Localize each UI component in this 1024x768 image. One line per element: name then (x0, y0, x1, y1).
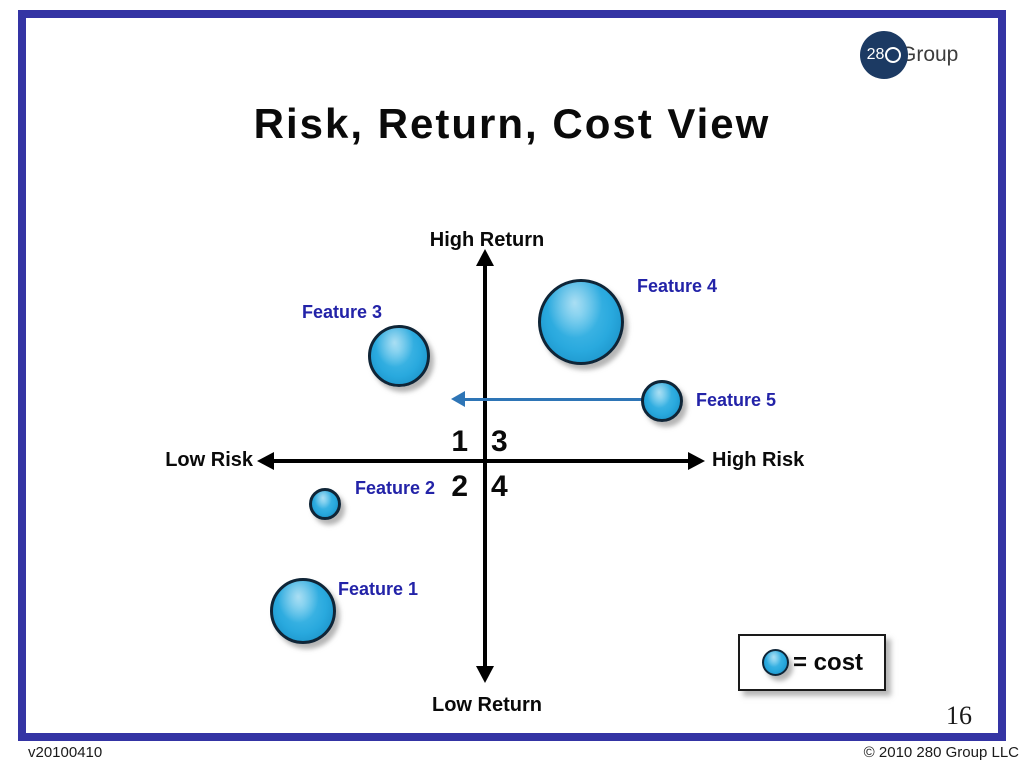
quadrant-number-4: 4 (491, 470, 508, 503)
axis-arrowhead-left-icon (257, 452, 274, 470)
feature-label-feature-3: Feature 3 (302, 302, 383, 322)
feature-label-feature-1: Feature 1 (338, 579, 419, 599)
axis-label-low-return: Low Return (432, 694, 542, 716)
company-logo: 28 Group (860, 31, 958, 79)
slide-border (18, 10, 1006, 741)
vertical-axis-line (483, 263, 487, 669)
slide-title: Risk, Return, Cost View (253, 100, 771, 147)
cost-bubble-feature-2 (309, 488, 341, 520)
legend-bubble-icon (762, 649, 789, 676)
page-number: 16 (946, 701, 972, 730)
quadrant-number-3: 3 (491, 425, 508, 458)
feature-label-feature-5: Feature 5 (696, 390, 777, 410)
logo-ring-icon (885, 47, 902, 63)
quadrant-number-1: 1 (451, 425, 468, 458)
axis-label-high-return: High Return (429, 229, 545, 251)
cost-legend: = cost (738, 634, 886, 691)
axis-arrowhead-up-icon (476, 249, 494, 266)
cost-bubble-feature-4 (538, 279, 624, 365)
axis-label-high-risk: High Risk (712, 449, 805, 471)
feature-label-feature-4: Feature 4 (637, 276, 718, 296)
feature5-move-arrowhead-icon (451, 391, 465, 407)
logo-circle-text: 28 (866, 46, 885, 63)
cost-bubble-feature-5 (641, 380, 683, 422)
axis-label-low-risk: Low Risk (165, 449, 253, 471)
version-label: v20100410 (28, 744, 103, 761)
logo-circle-icon: 28 (860, 31, 908, 79)
feature5-move-arrow-line (464, 398, 646, 401)
legend-label: = cost (793, 648, 864, 676)
logo-company-name: Group (900, 43, 959, 66)
quadrant-number-2: 2 (451, 470, 468, 503)
horizontal-axis-line (272, 459, 690, 463)
cost-bubble-feature-1 (270, 578, 336, 644)
axis-arrowhead-down-icon (476, 666, 494, 683)
copyright-label: © 2010 280 Group LLC (863, 744, 1019, 761)
feature-label-feature-2: Feature 2 (355, 478, 436, 498)
axis-arrowhead-right-icon (688, 452, 705, 470)
cost-bubble-feature-3 (368, 325, 430, 387)
